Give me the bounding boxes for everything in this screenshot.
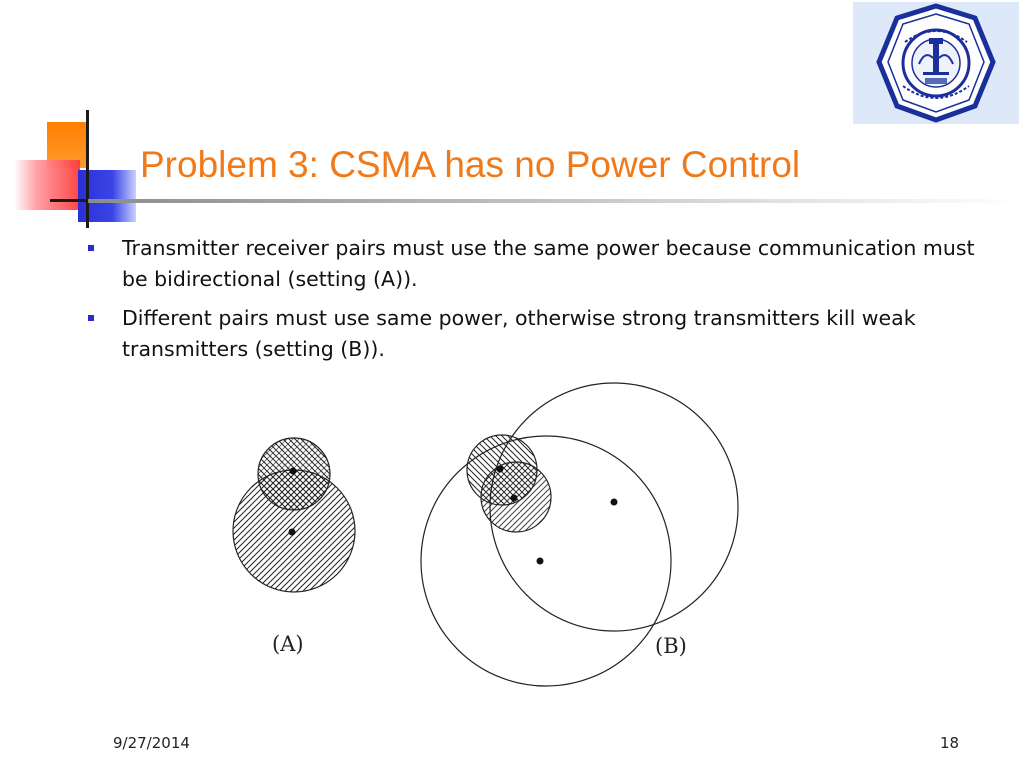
footer-date: 9/27/2014 [113,734,190,752]
setting-b-group: (B) [420,382,739,687]
setting-b-node-weak-top [496,465,504,473]
bullet-item: Transmitter receiver pairs must use the … [88,233,998,295]
university-logo [853,2,1019,124]
decorative-vertical-line [86,110,89,228]
square-bullet-icon [88,315,94,321]
setting-a-node-top [289,467,297,475]
setting-b-large-range-circle-left [420,435,672,687]
slide-title: Problem 3: CSMA has no Power Control [140,144,801,185]
setting-b-node-weak-bottom [510,494,518,502]
slide-number: 18 [940,734,960,752]
bullet-list: Transmitter receiver pairs must use the … [88,233,998,373]
university-seal-icon [876,3,996,123]
bullet-item: Different pairs must use same power, oth… [88,303,998,365]
square-bullet-icon [88,245,94,251]
setting-a-group: (A) [232,437,356,656]
setting-b-node-strong-left [536,557,544,565]
figure-label-a: (A) [272,632,304,656]
bullet-text: Different pairs must use same power, oth… [122,306,916,361]
setting-a-node-bottom [288,528,296,536]
figure-label-b: (B) [655,634,687,658]
bullet-text: Transmitter receiver pairs must use the … [122,236,975,291]
title-underline [88,199,1024,203]
setting-b-node-strong-right [610,498,618,506]
